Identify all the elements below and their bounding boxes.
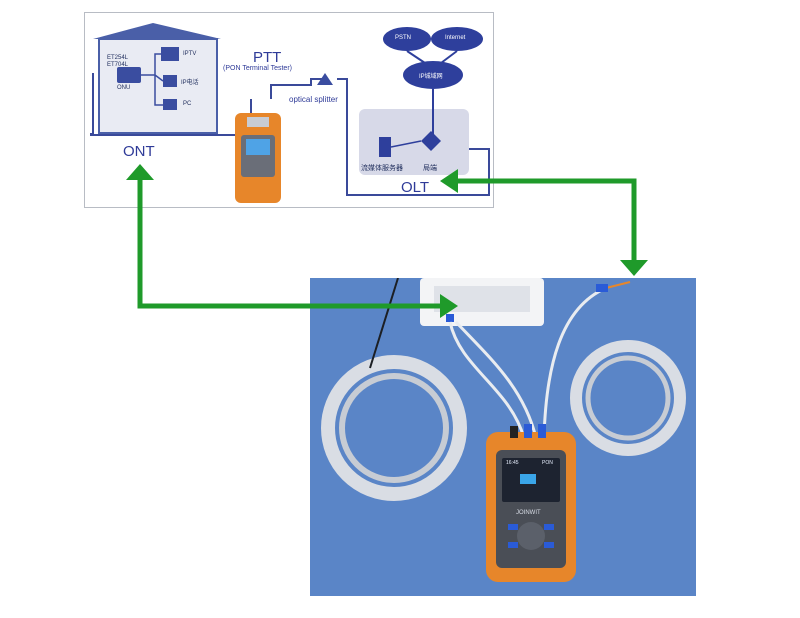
ont-arrow-line xyxy=(137,176,440,309)
tester-port-1 xyxy=(510,426,518,438)
black-cable xyxy=(369,278,399,369)
sc-connector xyxy=(596,284,608,292)
switch-icon xyxy=(421,131,441,151)
onu-label: ONU xyxy=(117,85,131,91)
media-server-label: 流媒体服务器 xyxy=(361,165,403,172)
test-setup-photo: 16:45 PON JOINWIT xyxy=(310,278,696,596)
cable-coil-left-inner xyxy=(339,373,449,483)
cloud-ip-network xyxy=(403,61,463,89)
home-wiring xyxy=(141,53,164,106)
ptt-tester-ports xyxy=(247,117,269,127)
tester-key-4 xyxy=(544,542,554,548)
patch-cable-3 xyxy=(542,286,607,439)
iptv-device xyxy=(161,47,179,61)
splitter-shape xyxy=(317,73,333,85)
tester-port-3 xyxy=(538,424,546,438)
ont-arrowhead-up xyxy=(126,164,154,180)
tester-key-2 xyxy=(544,524,554,530)
olt-arrow-line xyxy=(456,178,637,262)
ont-arrowhead-right xyxy=(440,294,458,318)
tester-port-2 xyxy=(524,424,532,438)
network-topology-diagram: PTT (PON Terminal Tester) optical splitt… xyxy=(84,12,494,208)
internet-label: Internet xyxy=(445,35,466,41)
pstn-label: PSTN xyxy=(395,35,412,41)
ont-label: ONT xyxy=(123,143,155,160)
tester-screen-time: 16:45 xyxy=(506,460,519,466)
phone-label: IP电话 xyxy=(181,80,199,86)
olt-arrowhead-down xyxy=(620,260,648,276)
ptt-tester-screen xyxy=(246,139,270,155)
pc-device xyxy=(163,99,177,110)
cable-coil-right-inner xyxy=(585,355,671,441)
orange-fiber xyxy=(605,281,631,289)
optical-splitter-label: optical splitter xyxy=(289,95,338,104)
tester-dpad xyxy=(517,522,545,550)
olt-label: OLT xyxy=(401,179,430,196)
ptt-title: PTT xyxy=(253,49,282,66)
cable-coil-right xyxy=(570,340,686,456)
tester-key-3 xyxy=(508,542,518,548)
tester-screen-icon xyxy=(520,474,536,484)
patch-cable-1 xyxy=(448,321,526,439)
fiber-ptt-splitter xyxy=(270,78,325,99)
fiber-splitter-olt xyxy=(337,78,490,196)
ip-network-label: IP城域网 xyxy=(419,74,443,80)
onu-model-1: ET254L xyxy=(107,55,129,61)
server-switch-link xyxy=(390,140,422,148)
photo-drawing xyxy=(321,278,686,582)
cloud-internet xyxy=(431,27,483,51)
phone-device xyxy=(163,75,177,87)
tester-brand: JOINWIT xyxy=(516,510,541,516)
media-server-icon xyxy=(379,137,391,157)
ptt-subtitle: (PON Terminal Tester) xyxy=(223,65,292,72)
pc-label: PC xyxy=(183,101,192,107)
house-roof xyxy=(93,23,221,39)
cable-coil-left xyxy=(321,355,467,501)
tester-key-1 xyxy=(508,524,518,530)
onu-device xyxy=(117,67,141,83)
network-links xyxy=(406,50,458,137)
onu-model-2: ET704L xyxy=(107,62,129,68)
tester-screen-badge: PON xyxy=(542,460,553,466)
cloud-pstn xyxy=(383,27,431,51)
patch-cable-2 xyxy=(454,320,538,439)
ont-fiber-port xyxy=(446,314,454,322)
olt-arrowhead-left xyxy=(440,169,458,193)
topology-lines xyxy=(90,23,490,203)
switch-label: 局端 xyxy=(423,165,437,172)
iptv-label: IPTV xyxy=(183,51,197,57)
